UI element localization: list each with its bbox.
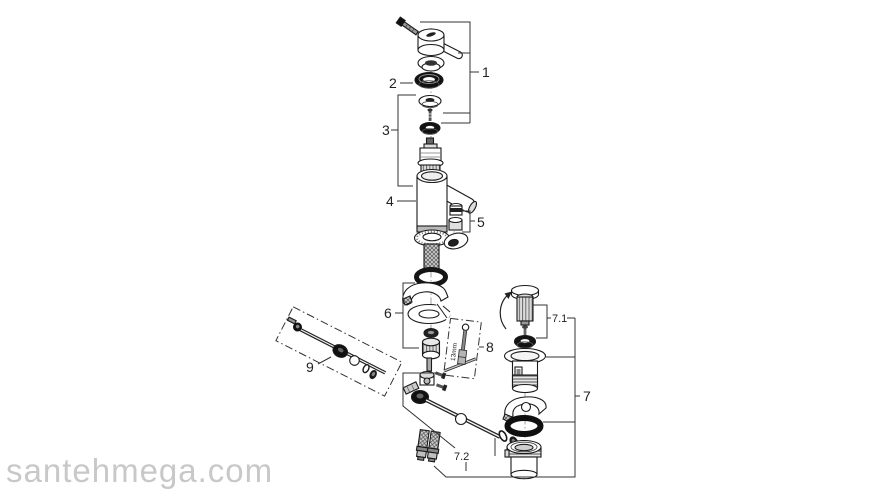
- plug-screw: [522, 325, 528, 336]
- callout-2: 2: [389, 75, 397, 91]
- callout-1: 1: [482, 64, 490, 80]
- cartridge-cap: [418, 94, 442, 109]
- popup-plug: [499, 284, 540, 330]
- socket-wrench-13mm: 13mm: [443, 317, 482, 380]
- linkage-pin: [426, 357, 433, 372]
- horizontal-rod-kit: [275, 306, 403, 397]
- c-clamp: [407, 301, 455, 325]
- drain-flange: [503, 347, 547, 394]
- callout-labels: 1 2 3 4 5 6 7 7.1 7.2 8 9: [306, 64, 591, 463]
- handle-lever: [417, 28, 463, 60]
- linkage-fitting: [402, 370, 448, 395]
- small-nut: [423, 327, 439, 339]
- drain-o-ring: [504, 415, 544, 437]
- drain-clamp: [502, 396, 547, 423]
- watermark: santehmega.com: [6, 452, 274, 489]
- handle-set-screw: [395, 16, 420, 36]
- supply-hoses: [415, 429, 441, 463]
- cartridge-screw: [427, 108, 433, 121]
- callout-7-2: 7.2: [454, 451, 469, 463]
- callout-3: 3: [382, 122, 390, 138]
- plug-washer: [513, 334, 537, 349]
- wrench-size-label: 13mm: [450, 343, 459, 362]
- callout-6: 6: [384, 305, 392, 321]
- callout-8: 8: [486, 339, 494, 355]
- callout-4: 4: [386, 193, 394, 209]
- mounting-nut: [421, 337, 441, 360]
- callout-5: 5: [477, 214, 485, 230]
- horseshoe-clamp: [402, 282, 449, 306]
- callout-7: 7: [583, 388, 591, 404]
- handle-dome-ring: [417, 55, 445, 72]
- callout-9: 9: [306, 359, 314, 375]
- threaded-shank: [423, 243, 440, 270]
- callout-lines: [317, 21, 580, 478]
- cartridge-nut: [419, 121, 441, 135]
- faucet-body: [416, 168, 478, 233]
- drain-tailpiece: [504, 439, 542, 480]
- callout-7-1: 7.1: [552, 313, 567, 325]
- cap-ring: [414, 71, 444, 89]
- aerator: [443, 202, 469, 250]
